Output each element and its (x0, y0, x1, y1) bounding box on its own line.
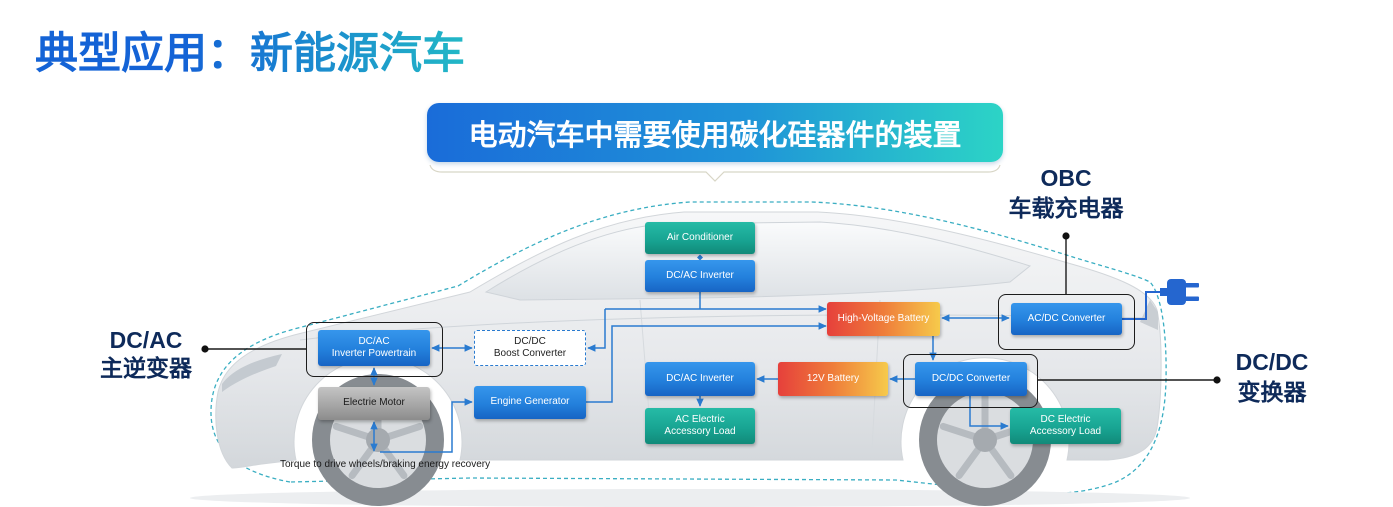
block-label: Engine Generator (490, 396, 570, 408)
inverter-powertrain-block: DC/AC Inverter Powertrain (318, 330, 430, 366)
block-label: AC Electric (675, 413, 725, 425)
block-label: DC/DC (514, 335, 546, 347)
block-label: DC/AC Inverter (666, 372, 734, 384)
callout-abbreviation: DC/DC (1235, 349, 1309, 375)
block-label: DC/DC Converter (931, 372, 1011, 384)
main-inverter-callout: DC/AC 主逆变器 (76, 326, 216, 382)
dcdc-highlight-frame (903, 354, 1038, 408)
banner-text: 电动汽车中需要使用碳化硅器件的装置 (468, 119, 962, 152)
block-label: 12V Battery (806, 372, 860, 384)
callout-chinese-label: 主逆变器 (100, 355, 192, 381)
car-dashed-outline (210, 201, 1167, 495)
obc-callout: OBC 车载充电器 (986, 163, 1146, 223)
air-conditioner-block: Air Conditioner (645, 222, 755, 254)
main-inverter-leader-dot (201, 345, 209, 353)
connector-dcdc-to-dc-load (969, 396, 1009, 430)
main-inverter-highlight-frame (306, 322, 443, 377)
car-taillight (1140, 300, 1158, 330)
block-label: Boost Converter (493, 348, 567, 359)
callout-abbreviation: OBC (1040, 165, 1092, 191)
dcdc-callout: DC/DC 变换器 (1202, 347, 1342, 407)
hv-battery-block: High-Voltage Battery (827, 302, 940, 336)
callout-chinese-label: 变换器 (1237, 379, 1307, 405)
accessory-inverter-block: DC/AC Inverter (645, 362, 755, 396)
electric-motor-block: Electrie Motor (318, 387, 430, 420)
callout-leaders (201, 232, 1221, 384)
connector-generator-to-hv-battery (586, 322, 827, 403)
car-headlight (222, 354, 282, 392)
block-label: DC/AC (358, 335, 390, 347)
lv-battery-block: 12V Battery (778, 362, 888, 396)
block-label: Air Conditioner (666, 231, 734, 243)
dcdc-leader-dot (1213, 376, 1221, 384)
block-label: Accessory Load (664, 426, 736, 437)
block-label: Accessory Load (1029, 426, 1102, 437)
block-label: AC/DC Converter (1027, 312, 1106, 324)
connector-bus-to-boost (587, 309, 606, 352)
ac-accessory-load-block: AC Electric Accessory Load (645, 408, 755, 444)
connector-wheels-to-generator (380, 398, 473, 453)
ac-inverter-block: DC/AC Inverter (645, 260, 755, 292)
callout-abbreviation: DC/AC (109, 327, 183, 353)
obc-highlight-frame (998, 294, 1135, 350)
block-label: Inverter Powertrain (331, 348, 417, 359)
block-label: Electrie Motor (343, 397, 405, 409)
connectors (370, 254, 1010, 453)
boost-converter-block: DC/DC Boost Converter (474, 330, 586, 366)
dcdc-converter-block: DC/DC Converter (915, 362, 1027, 396)
connector-ac-inverter-up (697, 254, 703, 258)
banner: 电动汽车中需要使用碳化硅器件的装置 (427, 103, 1003, 162)
torque-note: Torque to drive wheels/braking energy re… (280, 459, 491, 470)
banner-pointer (429, 164, 1001, 182)
car-shadow (190, 489, 1190, 507)
slide-title: 典型应用：新能源汽车 (35, 27, 465, 81)
car-window (484, 221, 1032, 301)
block-label: DC Electric (1040, 413, 1091, 425)
connector-ac-inverter-down (697, 257, 703, 261)
acdc-converter-block: AC/DC Converter (1011, 303, 1122, 335)
block-label: High-Voltage Battery (837, 312, 930, 324)
block-label: DC/AC Inverter (666, 269, 734, 281)
engine-generator-block: Engine Generator (474, 386, 586, 419)
callout-chinese-label: 车载充电器 (1008, 195, 1124, 221)
dc-accessory-load-block: DC Electric Accessory Load (1010, 408, 1121, 444)
obc-leader-dot (1062, 232, 1070, 240)
